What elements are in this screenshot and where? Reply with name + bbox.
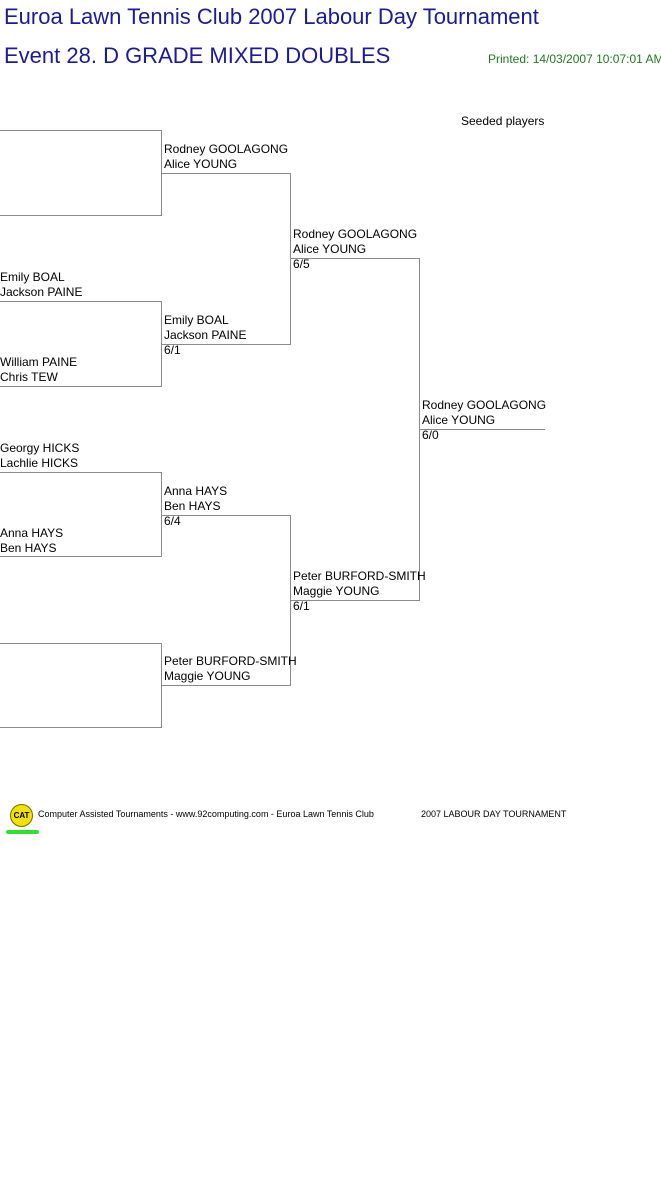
bracket-line: [0, 643, 161, 644]
player-name: Alice YOUNG: [164, 157, 238, 171]
event-title: Event 28. D GRADE MIXED DOUBLES: [4, 43, 391, 68]
player-name: Emily BOAL: [164, 313, 229, 327]
bracket-line: [161, 344, 291, 345]
bracket-line: [161, 472, 162, 557]
r1-entry-6: Anna HAYS Ben HAYS: [0, 526, 63, 556]
r1-entry-5: Georgy HICKS Lachlie HICKS: [0, 441, 79, 471]
bracket-line: [419, 429, 545, 430]
bracket-line: [161, 173, 291, 174]
r2-entry-4: Peter BURFORD-SMITH Maggie YOUNG: [164, 654, 297, 684]
player-name: Chris TEW: [0, 370, 58, 384]
bracket-line: [0, 215, 161, 216]
bracket-line: [0, 386, 161, 387]
semi-entry-1: Rodney GOOLAGONG Alice YOUNG 6/5: [293, 227, 417, 272]
player-name: Jackson PAINE: [0, 285, 83, 299]
player-name: Anna HAYS: [164, 484, 228, 498]
player-name: Georgy HICKS: [0, 441, 80, 455]
player-name: Rodney GOOLAGONG: [293, 227, 418, 241]
player-name: Ben HAYS: [164, 499, 221, 513]
semi-entry-2: Peter BURFORD-SMITH Maggie YOUNG 6/1: [293, 569, 426, 614]
player-name: Alice YOUNG: [293, 242, 367, 256]
bracket-line: [290, 258, 420, 259]
match-score: 6/4: [164, 514, 181, 528]
player-name: William PAINE: [0, 355, 78, 369]
player-name: Rodney GOOLAGONG: [164, 142, 289, 156]
r2-entry-2: Emily BOAL Jackson PAINE 6/1: [164, 313, 246, 358]
footer-credit: Computer Assisted Tournaments - www.92co…: [38, 809, 374, 819]
seeded-players-label: Seeded players: [461, 114, 545, 128]
player-name: Maggie YOUNG: [164, 669, 251, 683]
player-name: Maggie YOUNG: [293, 584, 380, 598]
r1-entry-4: William PAINE Chris TEW: [0, 355, 77, 385]
player-name: Rodney GOOLAGONG: [422, 398, 547, 412]
page-footer: CAT Computer Assisted Tournaments - www.…: [0, 800, 661, 840]
player-name: Alice YOUNG: [422, 413, 496, 427]
printed-timestamp: Printed: 14/03/2007 10:07:01 AM: [488, 52, 661, 66]
player-name: Anna HAYS: [0, 526, 64, 540]
match-score: 6/5: [293, 257, 310, 271]
player-name: Emily BOAL: [0, 270, 65, 284]
bracket-line: [0, 130, 161, 131]
match-score: 6/1: [164, 343, 181, 357]
bracket-line: [0, 472, 161, 473]
bracket-line: [0, 556, 161, 557]
match-score: 6/1: [293, 599, 310, 613]
final-winner: Rodney GOOLAGONG Alice YOUNG 6/0: [422, 398, 546, 443]
logo-underline: [6, 830, 39, 834]
bracket-line: [290, 173, 291, 345]
footer-tournament: 2007 LABOUR DAY TOURNAMENT: [421, 809, 567, 819]
r2-entry-1: Rodney GOOLAGONG Alice YOUNG: [164, 142, 288, 172]
bracket-line: [290, 600, 420, 601]
bracket-line: [0, 727, 161, 728]
match-score: 6/0: [422, 428, 439, 442]
cat-logo-icon: CAT: [10, 804, 33, 827]
bracket-line: [0, 301, 161, 302]
player-name: Peter BURFORD-SMITH: [293, 569, 426, 583]
r2-entry-3: Anna HAYS Ben HAYS 6/4: [164, 484, 227, 529]
player-name: Lachlie HICKS: [0, 456, 79, 470]
bracket-line: [161, 515, 291, 516]
tournament-title: Euroa Lawn Tennis Club 2007 Labour Day T…: [4, 4, 539, 29]
bracket-line: [161, 685, 291, 686]
player-name: Jackson PAINE: [164, 328, 247, 342]
player-name: Peter BURFORD-SMITH: [164, 654, 297, 668]
player-name: Ben HAYS: [0, 541, 57, 555]
r1-entry-3: Emily BOAL Jackson PAINE: [0, 270, 82, 300]
